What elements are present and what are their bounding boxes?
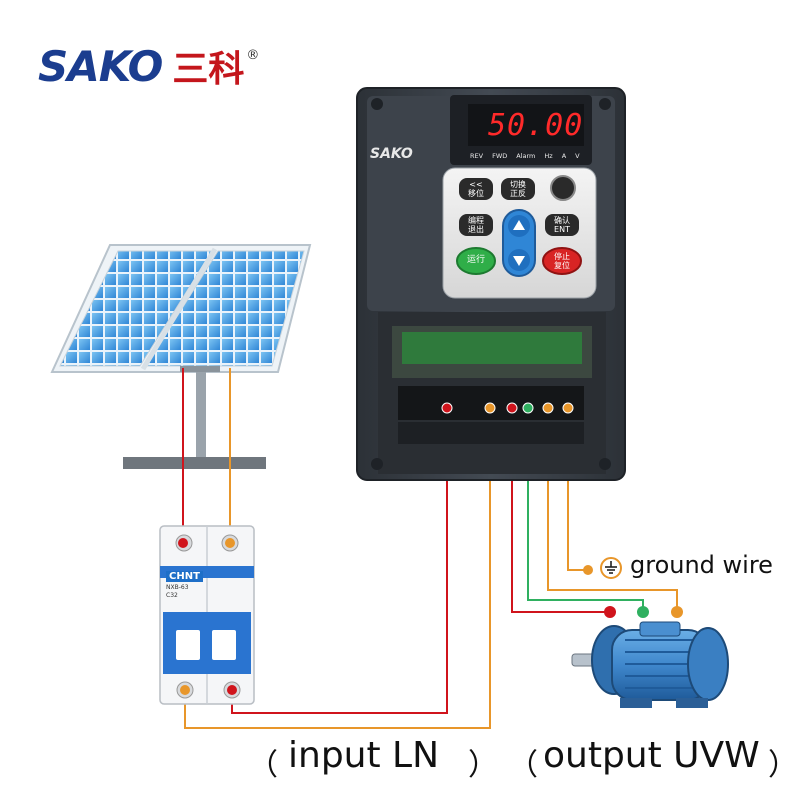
- indicator-rev: REV: [470, 152, 484, 160]
- indicator-a: A: [561, 152, 567, 160]
- indicator-alarm: Alarm: [516, 152, 536, 160]
- program-key[interactable]: 编程 退出: [461, 216, 491, 234]
- circuit-breaker: [159, 525, 255, 705]
- stop-key[interactable]: 停止 复位: [545, 252, 579, 270]
- program-key-label: 编程: [468, 216, 484, 225]
- output-paren-open: （: [508, 748, 538, 783]
- logo-text-cn: 三科: [172, 49, 245, 90]
- switch-key-label: 切换: [510, 180, 526, 189]
- inverter-brand: SAKO: [370, 146, 413, 162]
- input-paren-close: ）: [468, 748, 498, 783]
- switch-key-sub: 正反: [510, 189, 526, 198]
- shift-key[interactable]: << 移位: [461, 180, 491, 198]
- breaker-model: NXB-63: [166, 584, 189, 591]
- indicator-hz: Hz: [544, 152, 553, 160]
- motor-terminal-w: [671, 606, 683, 618]
- inverter-display: 50.00: [488, 108, 584, 143]
- motor-terminal-v: [637, 606, 649, 618]
- stop-key-sub: 复位: [554, 261, 570, 270]
- solar-panel: [50, 244, 312, 373]
- brand-logo: SAKO 三科 ®: [38, 40, 260, 91]
- breaker-rating: C32: [166, 592, 178, 599]
- solar-mount: [123, 366, 266, 469]
- switch-key[interactable]: 切换 正反: [503, 180, 533, 198]
- run-key-label: 运行: [466, 255, 485, 265]
- indicator-row: REV FWD Alarm Hz A V: [470, 152, 580, 160]
- stop-key-label: 停止: [554, 252, 570, 261]
- input-ln-label: input LN: [288, 735, 440, 776]
- confirm-key[interactable]: 确认 ENT: [547, 216, 577, 234]
- ground-icon: [600, 557, 622, 579]
- confirm-key-label: 确认: [554, 216, 570, 225]
- ground-wire-label: ground wire: [630, 551, 773, 579]
- frequency-inverter: [356, 87, 626, 481]
- indicator-fwd: FWD: [492, 152, 508, 160]
- registered-mark: ®: [246, 48, 260, 63]
- logo-text-en: SAKO: [38, 42, 163, 91]
- shift-key-label: <<: [469, 180, 483, 189]
- output-uvw-label: output UVW: [543, 735, 760, 776]
- terminal-block: [398, 386, 584, 444]
- program-key-sub: 退出: [468, 225, 484, 234]
- electric-motor: [571, 621, 729, 708]
- run-key[interactable]: 运行: [459, 256, 493, 265]
- input-paren-open: （: [248, 748, 278, 783]
- output-paren-close: ）: [768, 748, 798, 783]
- motor-terminal-u: [604, 606, 616, 618]
- confirm-key-sub: ENT: [554, 225, 570, 234]
- ground-terminal-dot: [583, 565, 593, 575]
- breaker-brand: CHNT: [166, 571, 203, 582]
- shift-key-sub: 移位: [468, 189, 484, 198]
- indicator-v: V: [575, 152, 580, 160]
